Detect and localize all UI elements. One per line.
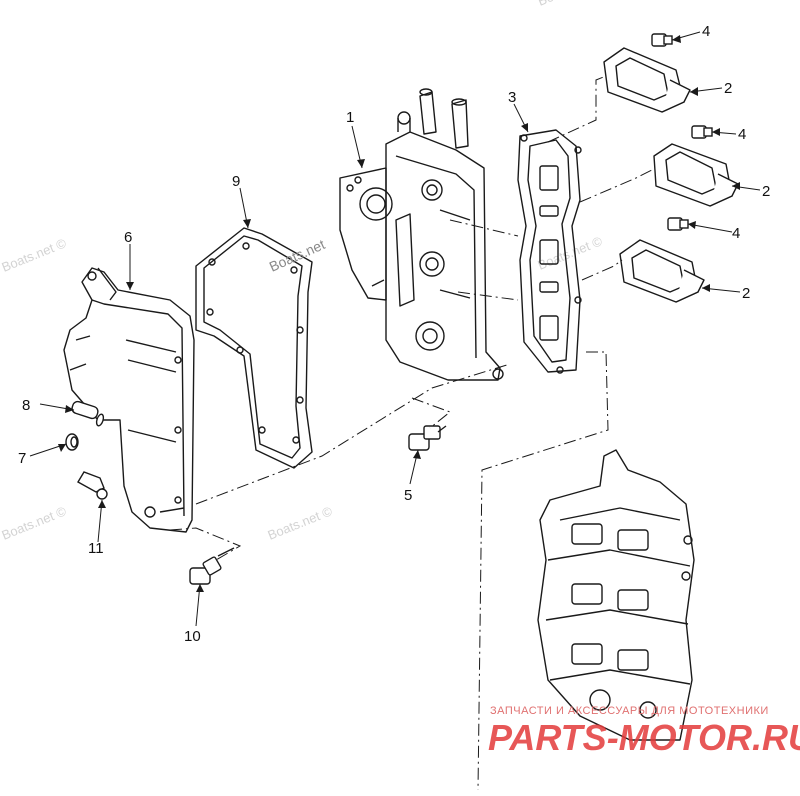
- brand-tagline: ЗАПЧАСТИ И АКСЕССУАРЫ ДЛЯ МОТОТЕХНИКИ: [490, 705, 769, 717]
- pin-part-8: [71, 400, 105, 427]
- callout-2-middle: 2: [762, 183, 770, 200]
- brand-logo: PARTS-MOTOR.RU: [488, 717, 800, 758]
- cylinder-head-cover: [63, 267, 195, 533]
- watermark-faint: Boats.net ©: [0, 235, 69, 275]
- watermark-faint: Boats.net ©: [0, 503, 69, 543]
- alignment-guides: [169, 75, 653, 791]
- callout-6: 6: [124, 229, 132, 246]
- crankcase-reference: [537, 449, 695, 741]
- callout-8: 8: [22, 397, 30, 414]
- grommet-part-7: [65, 433, 79, 451]
- bolt-part-5: [408, 425, 447, 451]
- callout-2-bottom: 2: [742, 285, 750, 302]
- valve-gasket: [517, 129, 582, 374]
- watermark-faint: Boats.net ©: [536, 0, 605, 9]
- callout-4-bottom: 4: [732, 225, 740, 242]
- callout-2-top: 2: [724, 80, 732, 97]
- callout-11: 11: [88, 540, 104, 557]
- callout-9: 9: [232, 173, 240, 190]
- clip-part-11: [77, 471, 108, 500]
- screw-part-4-top: [651, 33, 673, 47]
- bolt-part-10: [189, 547, 235, 585]
- watermark-faint: Boats.net ©: [266, 503, 335, 543]
- cover-gasket: [195, 227, 313, 469]
- callout-10: 10: [184, 628, 201, 645]
- leader-lines: [29, 31, 761, 627]
- callout-1: 1: [346, 109, 354, 126]
- callout-7: 7: [18, 450, 26, 467]
- callout-3: 3: [508, 89, 516, 106]
- screw-part-4-middle: [691, 125, 713, 139]
- reed-valve-bottom: [619, 239, 705, 303]
- callout-labels: 1 2 2 2 3 4 4 4 5 6 7 8 9 10 11: [18, 23, 770, 645]
- reed-valve-middle: [653, 143, 739, 207]
- callout-5: 5: [404, 487, 412, 504]
- watermark-faint: Boats.net ©: [536, 233, 605, 273]
- callout-4-middle: 4: [738, 126, 746, 143]
- callout-4-top: 4: [702, 23, 710, 40]
- brand-watermark: ЗАПЧАСТИ И АКСЕССУАРЫ ДЛЯ МОТОТЕХНИКИ PA…: [488, 705, 800, 758]
- cylinder-head: [339, 88, 504, 381]
- leader-arrows: [58, 35, 740, 592]
- screw-part-4-bottom: [667, 217, 689, 231]
- reed-valve-top: [603, 47, 691, 113]
